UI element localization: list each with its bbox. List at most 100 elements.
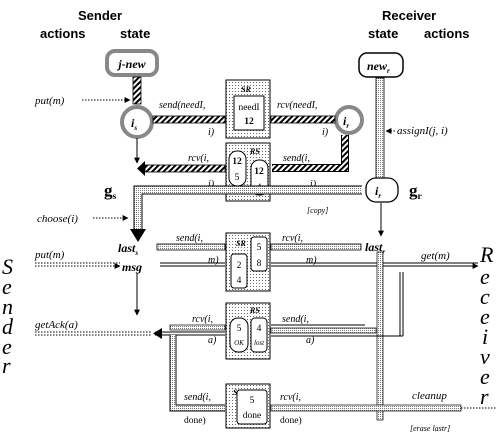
rcv-i-left-2: i) <box>208 179 215 190</box>
send-needI-label-2: i) <box>208 127 215 138</box>
put-m-action-2: put(m) <box>34 249 65 261</box>
sr-label-1: SR <box>241 85 251 94</box>
ack-ok-top: 5 <box>237 324 242 334</box>
rs-packet-right-top: 12 <box>254 167 264 177</box>
svg-text:n: n <box>2 294 13 319</box>
send-msg-label-2: m) <box>208 255 219 266</box>
rcv-needI-label-1: rcv(needI, <box>277 100 317 111</box>
erase-label: [erase lastr] <box>410 424 450 433</box>
rs-to-sender-arrowhead <box>137 161 145 176</box>
i-r-state <box>334 105 364 135</box>
sr-msg-2-top: 2 <box>237 261 242 271</box>
getack-action: getAck(a) <box>35 319 78 331</box>
sr-to-ir-stream <box>270 115 336 124</box>
put-m-action-1: put(m) <box>34 95 65 107</box>
rcv-done-label-2: done) <box>280 415 302 426</box>
done-packet-bot: done <box>243 411 261 421</box>
i-r-label: ir <box>343 114 349 130</box>
rcv-done-label-1: rcv(i, <box>280 392 301 403</box>
done-packet-top: 5 <box>250 396 255 406</box>
rs-label-1: RS <box>249 147 260 156</box>
sr-label-2: SR <box>236 239 246 248</box>
copy-label: [copy] <box>307 206 328 215</box>
receiver-state-header: state <box>368 26 398 41</box>
choose-action: choose(i) <box>37 213 78 225</box>
gs-band-arrowhead <box>130 229 146 242</box>
assign-action: assignI(j, i) <box>397 125 448 137</box>
rs-packet-left-top: 12 <box>232 157 242 167</box>
g-r-label: gr <box>409 181 423 202</box>
svg-text:c: c <box>480 284 490 309</box>
rs-to-sender-stream <box>144 164 226 173</box>
rcv-msg-label-1: rcv(i, <box>282 233 303 244</box>
sender-state-header: state <box>120 26 150 41</box>
rcv-needI-label-2: i) <box>322 127 329 138</box>
i-s-label: is <box>131 116 137 132</box>
send-done-label-1: send(i, <box>184 392 211 403</box>
svg-text:e: e <box>480 304 490 329</box>
needI-packet <box>233 95 265 131</box>
ir-to-rs-stream <box>272 135 348 171</box>
new-r-label: newr <box>367 59 390 75</box>
svg-text:e: e <box>2 274 12 299</box>
svg-text:e: e <box>2 334 12 359</box>
svg-text:r: r <box>2 353 11 378</box>
sr-msg-1-bot: 8 <box>257 259 262 269</box>
sender-side-word: S e n d e r <box>2 254 14 378</box>
svg-text:R: R <box>479 242 494 267</box>
sender-header: Sender <box>78 8 122 23</box>
sender-done-stream-fill <box>170 335 225 411</box>
receiver-actions-header: actions <box>424 26 470 41</box>
i-r-state-2 <box>365 177 399 203</box>
g-s-label: gs <box>104 181 117 202</box>
needI-packet-value: 12 <box>244 117 254 127</box>
last-s-label: lasts <box>118 241 138 257</box>
svg-text:d: d <box>2 314 14 339</box>
receiver-header: Receiver <box>382 8 436 23</box>
sr-to-lastr-stream <box>270 243 362 251</box>
i-s-state <box>120 105 154 139</box>
new-r-state <box>358 52 404 78</box>
rs-to-sender-ack-stream <box>169 324 226 331</box>
svg-text:e: e <box>480 264 490 289</box>
j-new-label: j-new <box>116 57 146 71</box>
svg-text:S: S <box>2 254 13 279</box>
j-new-to-is-stream <box>132 76 142 105</box>
ack-lost-bot: lost <box>254 339 265 347</box>
gs-band-fill <box>134 186 362 232</box>
send-i-right-2: i) <box>310 179 317 190</box>
sr-msg-1-top: 5 <box>257 243 262 253</box>
send-ack-label-1: send(i, <box>282 314 309 325</box>
rcv-ack-label-1: rcv(i, <box>192 314 213 325</box>
lasts-to-sr-stream <box>156 243 226 251</box>
ack-ok-bot: OK <box>234 339 244 347</box>
is-to-sr-stream <box>152 115 226 124</box>
svg-text:i: i <box>482 324 488 349</box>
receiver-to-rs-ack-stream <box>270 327 377 334</box>
send-msg-label-1: send(i, <box>176 233 203 244</box>
last-r-label: lastr <box>365 240 385 256</box>
sender-actions-header: actions <box>40 26 86 41</box>
done-to-cleanup-stream <box>270 404 462 412</box>
sr-msg-packet-1 <box>250 236 268 272</box>
rs-packet-left-bot: 5 <box>235 173 240 183</box>
new-r-to-ir-stream <box>375 77 385 179</box>
rcv-msg-label-2: m) <box>306 255 317 266</box>
needI-packet-label: needI <box>238 103 259 113</box>
ack-lost-packet <box>250 317 268 353</box>
send-done-label-2: done) <box>184 415 206 426</box>
rs-label-2: RS <box>249 306 260 315</box>
done-packet <box>236 389 268 425</box>
ack-left-arrowhead <box>153 328 162 339</box>
send-ack-label-2: a) <box>306 335 315 346</box>
send-needI-label-1: send(needI, <box>159 100 205 111</box>
rcv-ack-label-2: a) <box>208 335 217 346</box>
cleanup-action: cleanup <box>412 390 447 402</box>
ack-ok-packet <box>229 317 249 353</box>
sr-msg-packet-2 <box>230 253 248 289</box>
send-i-right-1: send(i, <box>283 153 310 164</box>
ack-lost-top: 4 <box>257 324 262 334</box>
svg-text:e: e <box>480 364 490 389</box>
msg-label: msg <box>122 260 142 274</box>
